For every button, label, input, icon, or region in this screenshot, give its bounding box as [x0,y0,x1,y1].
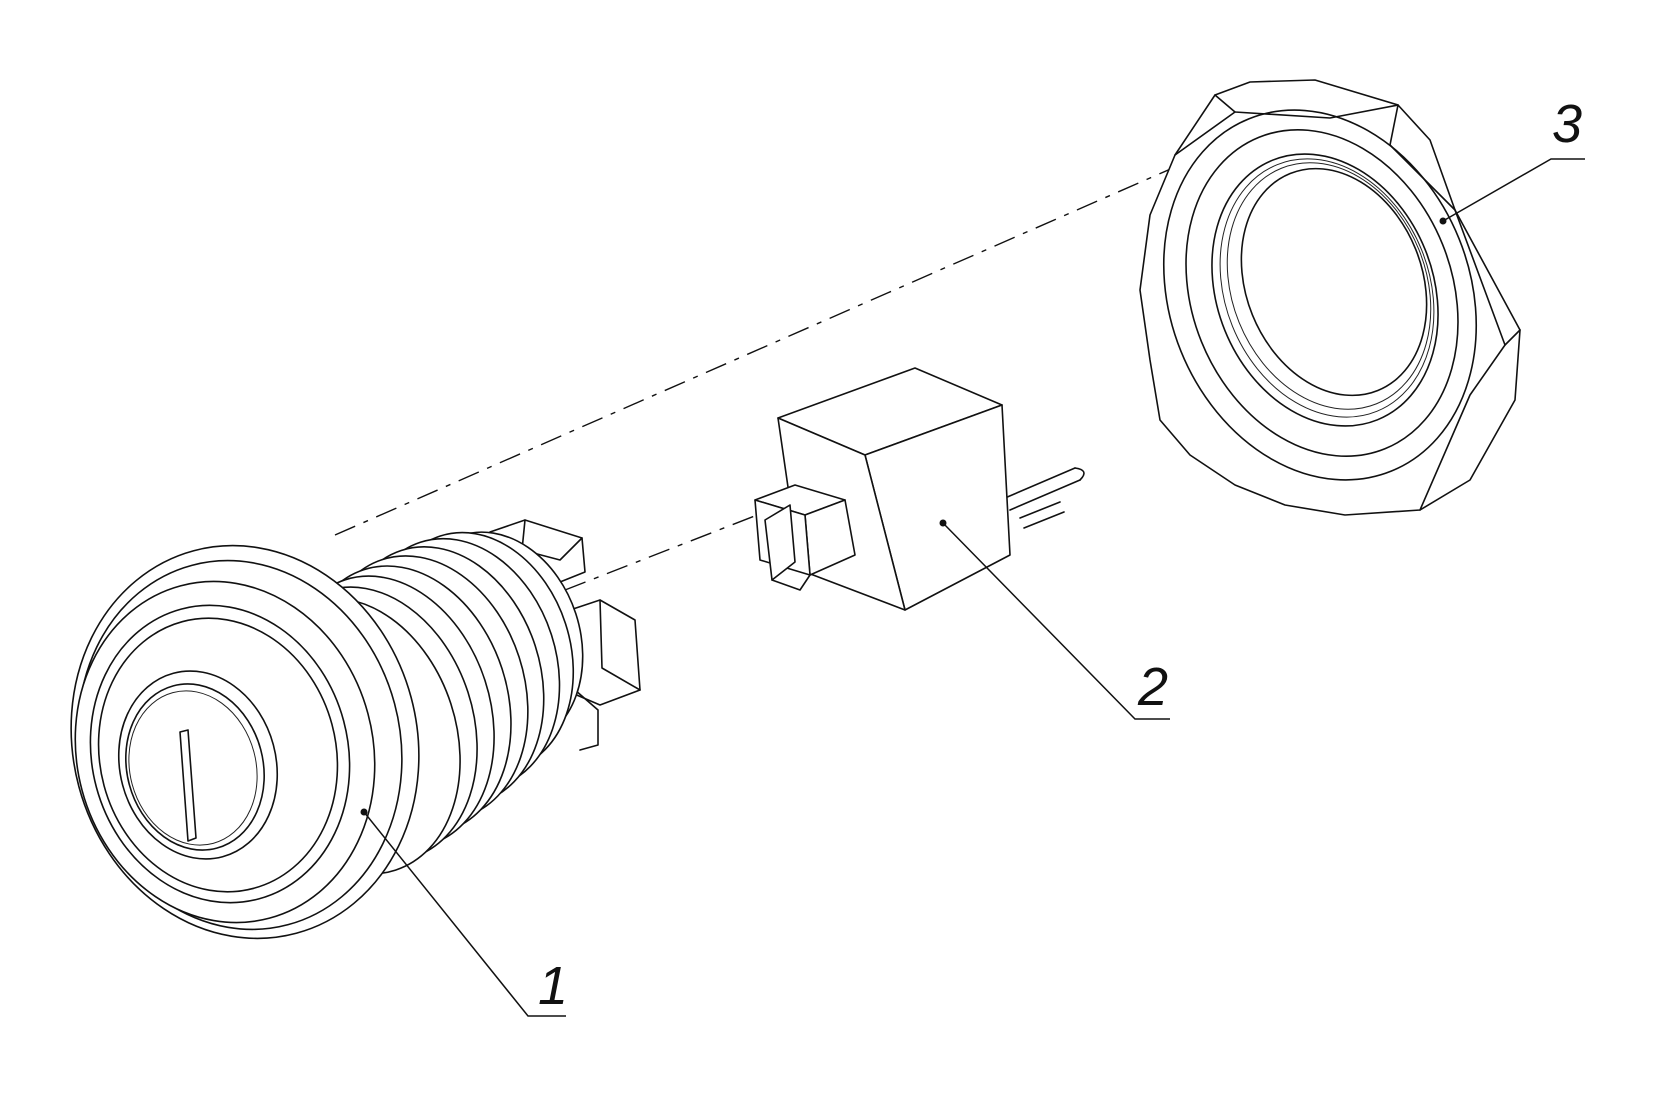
axis-line-lower [564,509,771,591]
switch-pin-upper [1004,467,1081,511]
switch-pin-tip-upper [1074,467,1085,481]
nut-thread-line-2 [1226,162,1432,410]
nut-outline [1139,79,1521,516]
axis-line-upper [334,131,1256,536]
callout-2: 2 [1137,657,1168,717]
leader-line-2 [942,522,1170,720]
callout-3: 3 [1552,94,1582,154]
micro-switch-part-2 [754,367,1085,611]
flange-inner-ring [97,617,339,893]
cylinder-face [125,683,265,851]
leader-line-1 [363,811,566,1017]
actuator-base-edge [771,574,811,591]
switch-pin-lower [1019,501,1065,529]
latch-clip-upper-edge [521,519,583,561]
nut-face-ring-mid [1185,128,1459,458]
nut-bore-outer [1211,153,1439,427]
lock-housing-part-1 [70,519,641,940]
assembly-axis-lines [334,131,1256,591]
nut-chamfer-edge [1174,111,1236,156]
keyway-slot [179,729,197,842]
cylinder-face-inner [128,690,258,846]
callouts: 1 2 3 [360,94,1585,1017]
nut-thread-line-1 [1219,158,1435,418]
hex-nut-part-3 [1139,79,1521,516]
callout-1: 1 [538,956,568,1016]
latch-tab [574,689,599,751]
leader-line-3 [1442,158,1585,222]
nut-lower-facet-edge [1419,344,1506,511]
flange-step-ring [89,604,351,904]
nut-face-ring-outer [1162,109,1478,481]
latch-clip-lower-edge [599,599,641,691]
key-cylinder [117,670,279,860]
nut-bore-inner [1240,167,1428,397]
nut-top-facet-edge [1214,94,1399,119]
